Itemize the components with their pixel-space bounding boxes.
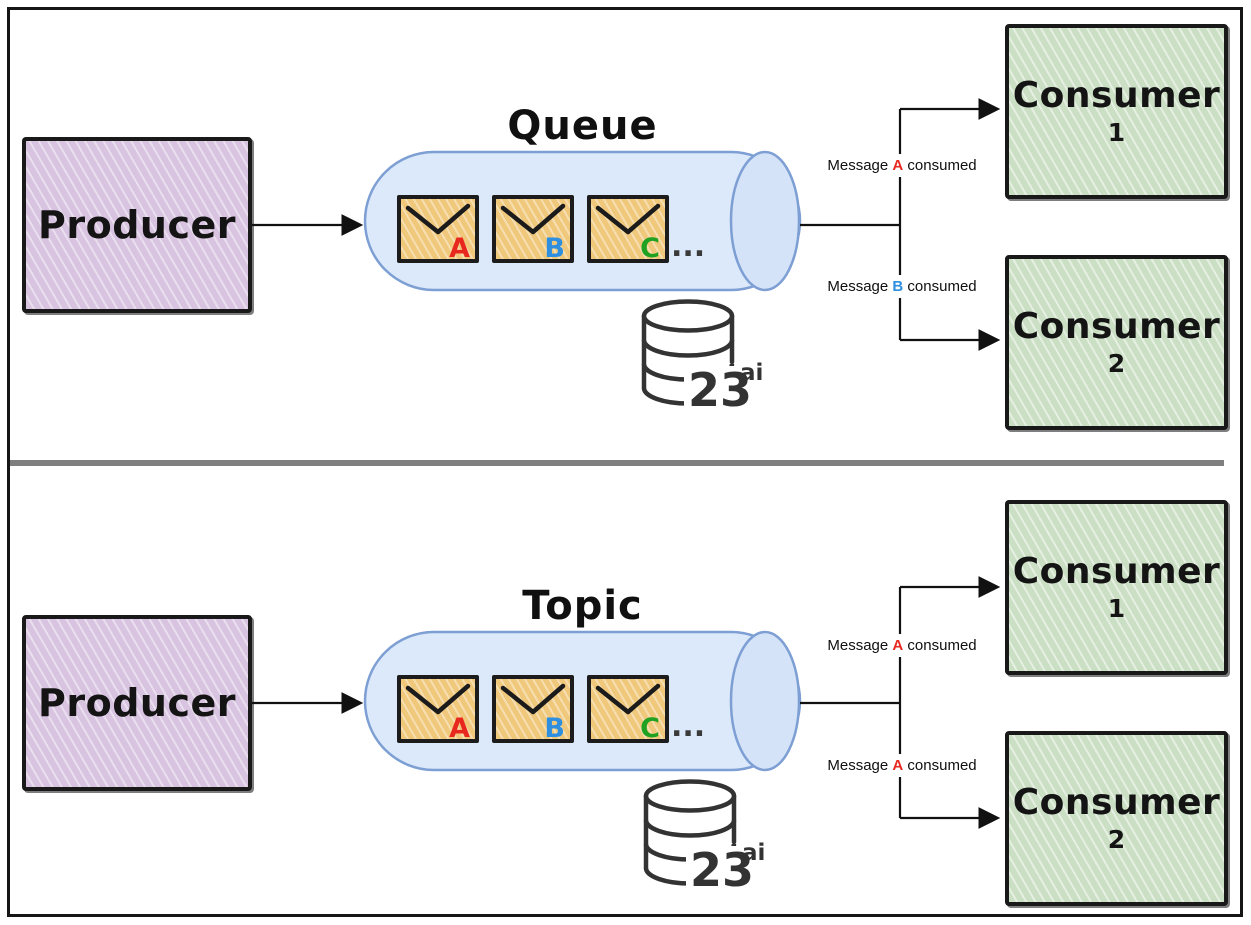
message-letter: A	[449, 233, 470, 264]
message-letter: B	[544, 233, 565, 264]
outer-border	[7, 7, 1243, 917]
queue-cylinder-end	[729, 150, 801, 292]
envelope-flap-icon	[405, 683, 471, 715]
message-letter: C	[640, 713, 660, 744]
producer-box: Producer	[22, 137, 252, 313]
db-version-suffix: ai	[740, 360, 763, 386]
message-letter: B	[544, 713, 565, 744]
branch-letter: A	[892, 157, 904, 174]
queue-panel-title: Queue	[507, 103, 658, 149]
message-envelope-b: B	[492, 675, 574, 743]
topic-connector-line	[800, 587, 902, 818]
consumer-1-box: Consumer 1	[1005, 24, 1228, 199]
message-envelope-a: A	[397, 195, 479, 263]
consumer-number: 2	[1107, 825, 1126, 855]
db-version-suffix: ai	[742, 840, 765, 866]
envelope-flap-icon	[500, 683, 566, 715]
more-messages-ellipsis: ...	[671, 709, 706, 744]
consumer-number: 2	[1107, 349, 1126, 379]
envelope-flap-icon	[595, 683, 661, 715]
branch-letter: A	[892, 757, 904, 774]
message-envelope-b: B	[492, 195, 574, 263]
database-23ai-icon: 23 ai	[643, 779, 772, 897]
section-divider	[10, 460, 1224, 466]
producer-box: Producer	[22, 615, 252, 791]
more-messages-ellipsis: ...	[671, 229, 706, 264]
consumer-label: Consumer	[1012, 74, 1221, 116]
db-version-number: 23	[688, 363, 752, 417]
consumer-number: 1	[1107, 118, 1126, 148]
branch-letter: A	[892, 637, 904, 654]
envelope-flap-icon	[500, 203, 566, 235]
db-version-number: 23	[690, 843, 754, 897]
topic-cylinder-end	[729, 630, 801, 772]
branch-label-1: Message A consumed	[810, 634, 994, 657]
branch-label-2: Message A consumed	[810, 754, 994, 777]
consumer-label: Consumer	[1012, 550, 1221, 592]
producer-label: Producer	[38, 681, 236, 725]
consumer-number: 1	[1107, 594, 1126, 624]
envelope-flap-icon	[595, 203, 661, 235]
topic-panel-title: Topic	[522, 583, 643, 629]
branch-label-1: Message A consumed	[810, 154, 994, 177]
consumer-label: Consumer	[1012, 781, 1221, 823]
branch-label-2: Message B consumed	[810, 275, 994, 298]
message-letter: A	[449, 713, 470, 744]
branch-letter: B	[892, 278, 904, 295]
message-envelope-c: C	[587, 675, 669, 743]
envelope-flap-icon	[405, 203, 471, 235]
message-envelope-c: C	[587, 195, 669, 263]
consumer-label: Consumer	[1012, 305, 1221, 347]
message-envelope-a: A	[397, 675, 479, 743]
consumer-2-box: Consumer 2	[1005, 731, 1228, 906]
database-23ai-icon: 23 ai	[641, 299, 770, 417]
message-letter: C	[640, 233, 660, 264]
queue-connector-line	[800, 109, 902, 340]
consumer-1-box: Consumer 1	[1005, 500, 1228, 675]
producer-label: Producer	[38, 203, 236, 247]
consumer-2-box: Consumer 2	[1005, 255, 1228, 430]
